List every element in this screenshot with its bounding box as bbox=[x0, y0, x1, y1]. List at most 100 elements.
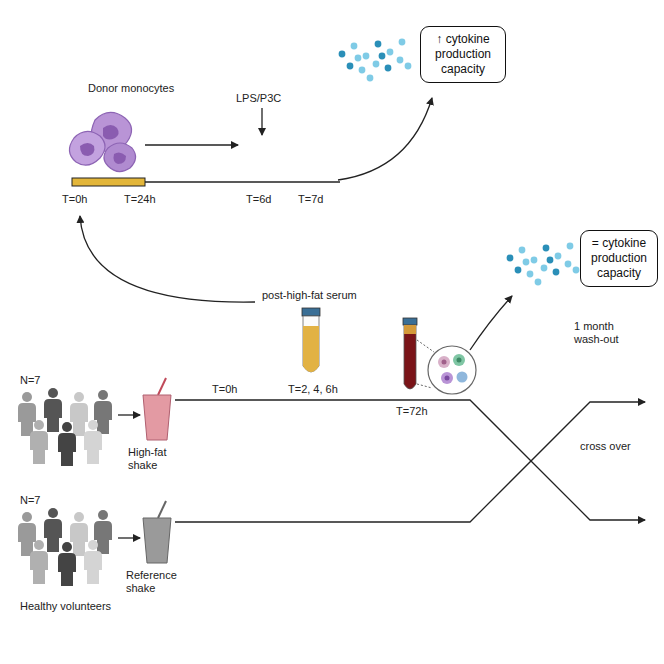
person-icon bbox=[87, 570, 99, 584]
person-icon bbox=[98, 390, 108, 400]
label: T=0h bbox=[212, 383, 237, 396]
person-icon bbox=[87, 450, 99, 464]
volunteer-group bbox=[18, 508, 112, 586]
label: T=72h bbox=[396, 405, 428, 418]
zoom-line bbox=[417, 340, 434, 352]
cytokine-dot bbox=[363, 53, 370, 60]
label: N=7 bbox=[20, 374, 41, 387]
serum-exposure-bar bbox=[72, 178, 145, 186]
label: LPS/P3C bbox=[236, 92, 281, 105]
cytokine-dot bbox=[373, 61, 380, 68]
person-icon bbox=[61, 452, 73, 466]
cytokine-dot bbox=[387, 49, 394, 56]
label: cross over bbox=[580, 440, 631, 453]
person-icon bbox=[18, 523, 36, 542]
volunteer-group bbox=[18, 388, 112, 466]
cytokine-dot bbox=[385, 65, 392, 72]
person-icon bbox=[34, 540, 44, 550]
person-icon bbox=[70, 523, 88, 542]
person-icon bbox=[33, 570, 45, 584]
person-icon bbox=[70, 403, 88, 422]
result-box: ↑ cytokine production capacity bbox=[420, 26, 506, 83]
label: post-high-fat serum bbox=[262, 289, 357, 302]
person-icon bbox=[73, 422, 85, 436]
result-arrow bbox=[338, 98, 432, 180]
person-icon bbox=[48, 388, 58, 398]
person-icon bbox=[88, 540, 98, 550]
cytokine-dot bbox=[531, 257, 538, 264]
cytokine-dot bbox=[399, 39, 406, 46]
person-icon bbox=[22, 512, 32, 522]
arm-line bbox=[175, 402, 645, 522]
high-fat-shake bbox=[143, 378, 171, 440]
person-icon bbox=[94, 401, 112, 420]
reference-shake bbox=[143, 501, 171, 563]
cytokine-dot bbox=[519, 247, 526, 254]
result-arrow bbox=[470, 296, 512, 350]
cytokine-dot bbox=[535, 279, 542, 286]
person-icon bbox=[58, 433, 76, 452]
person-icon bbox=[47, 418, 59, 432]
label: N=7 bbox=[20, 494, 41, 507]
blood-tube bbox=[403, 318, 417, 389]
person-icon bbox=[73, 542, 85, 556]
person-icon bbox=[62, 542, 72, 552]
cytokine-dots bbox=[507, 243, 580, 286]
cytokine-dots bbox=[339, 39, 412, 82]
person-icon bbox=[84, 431, 102, 450]
cytokine-dot bbox=[379, 53, 386, 60]
monocyte-cells bbox=[69, 112, 135, 171]
cytokine-dot bbox=[543, 245, 550, 252]
cytokine-dot bbox=[541, 265, 548, 272]
label: Healthy volunteers bbox=[20, 600, 111, 613]
cytokine-dot bbox=[567, 243, 574, 250]
person-icon bbox=[74, 392, 84, 402]
cytokine-dot bbox=[523, 259, 530, 266]
person-icon bbox=[84, 551, 102, 570]
person-icon bbox=[98, 510, 108, 520]
person-icon bbox=[33, 450, 45, 464]
cytokine-dot bbox=[565, 261, 572, 268]
person-icon bbox=[62, 422, 72, 432]
person-icon bbox=[44, 519, 62, 538]
label: T=2, 4, 6h bbox=[288, 383, 338, 396]
cytokine-dot bbox=[405, 63, 412, 70]
label: Donor monocytes bbox=[88, 82, 174, 95]
cytokine-dot bbox=[573, 267, 580, 274]
person-icon bbox=[44, 399, 62, 418]
person-icon bbox=[74, 512, 84, 522]
person-icon bbox=[58, 553, 76, 572]
box-text: ↑ cytokine production capacity bbox=[427, 32, 499, 77]
cytokine-dot bbox=[527, 271, 534, 278]
flow-arrow bbox=[145, 144, 238, 145]
label: 1 month wash-out bbox=[574, 320, 646, 346]
label: High-fat shake bbox=[128, 446, 188, 472]
label: T=0h bbox=[62, 193, 87, 206]
cytokine-dot bbox=[507, 255, 514, 262]
zoom-line bbox=[417, 384, 432, 388]
person-icon bbox=[22, 392, 32, 402]
person-icon bbox=[88, 420, 98, 430]
stimulus-arrow bbox=[261, 108, 262, 135]
cytokine-dot bbox=[553, 269, 560, 276]
cytokine-dot bbox=[347, 63, 354, 70]
person-icon bbox=[47, 538, 59, 552]
label: T=6d bbox=[246, 193, 271, 206]
cytokine-dot bbox=[375, 41, 382, 48]
cytokine-dot bbox=[339, 51, 346, 58]
person-icon bbox=[30, 431, 48, 450]
person-icon bbox=[34, 420, 44, 430]
result-box: = cytokine production capacity bbox=[580, 230, 658, 287]
cytokine-dot bbox=[359, 67, 366, 74]
intake-arrow bbox=[118, 414, 140, 415]
person-icon bbox=[61, 572, 73, 586]
cytokine-dot bbox=[515, 267, 522, 274]
cytokine-dot bbox=[547, 257, 554, 264]
person-icon bbox=[30, 551, 48, 570]
box-text: = cytokine production capacity bbox=[587, 236, 651, 281]
label: T=24h bbox=[124, 193, 156, 206]
cytokine-dot bbox=[355, 55, 362, 62]
label: Reference shake bbox=[126, 569, 190, 595]
serum-arrow bbox=[80, 216, 255, 302]
